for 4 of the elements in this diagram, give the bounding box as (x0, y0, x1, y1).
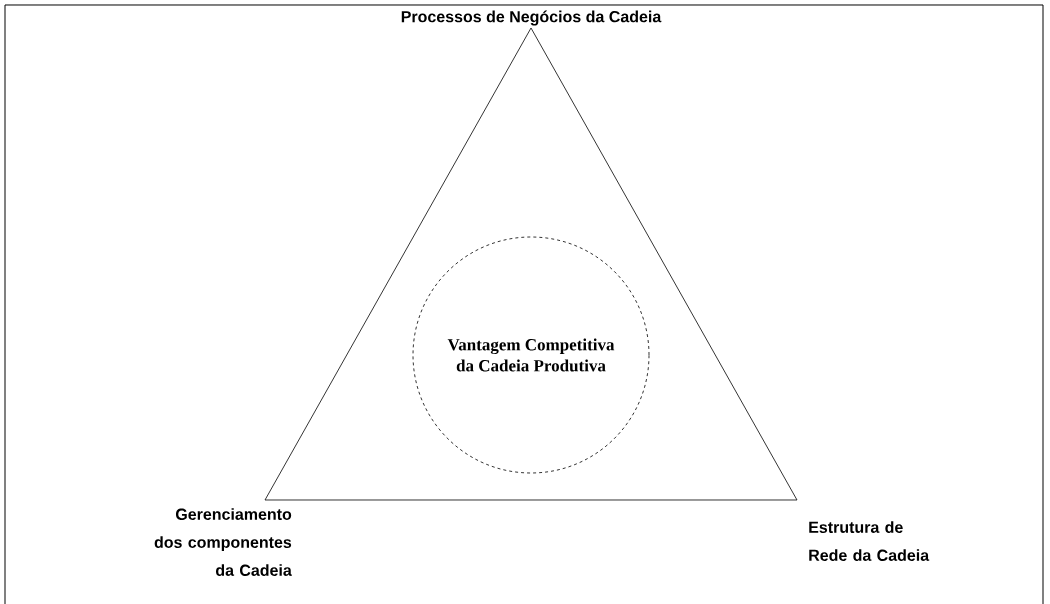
vertex-label: Estrutura de Rede da Cadeia (809, 521, 930, 561)
vertex-label: Gerenciamento dos componentes da Cadeia (154, 508, 292, 576)
vertex-label: Processos de Negócios da Cadeia (401, 10, 662, 26)
triangle (264, 27, 798, 501)
